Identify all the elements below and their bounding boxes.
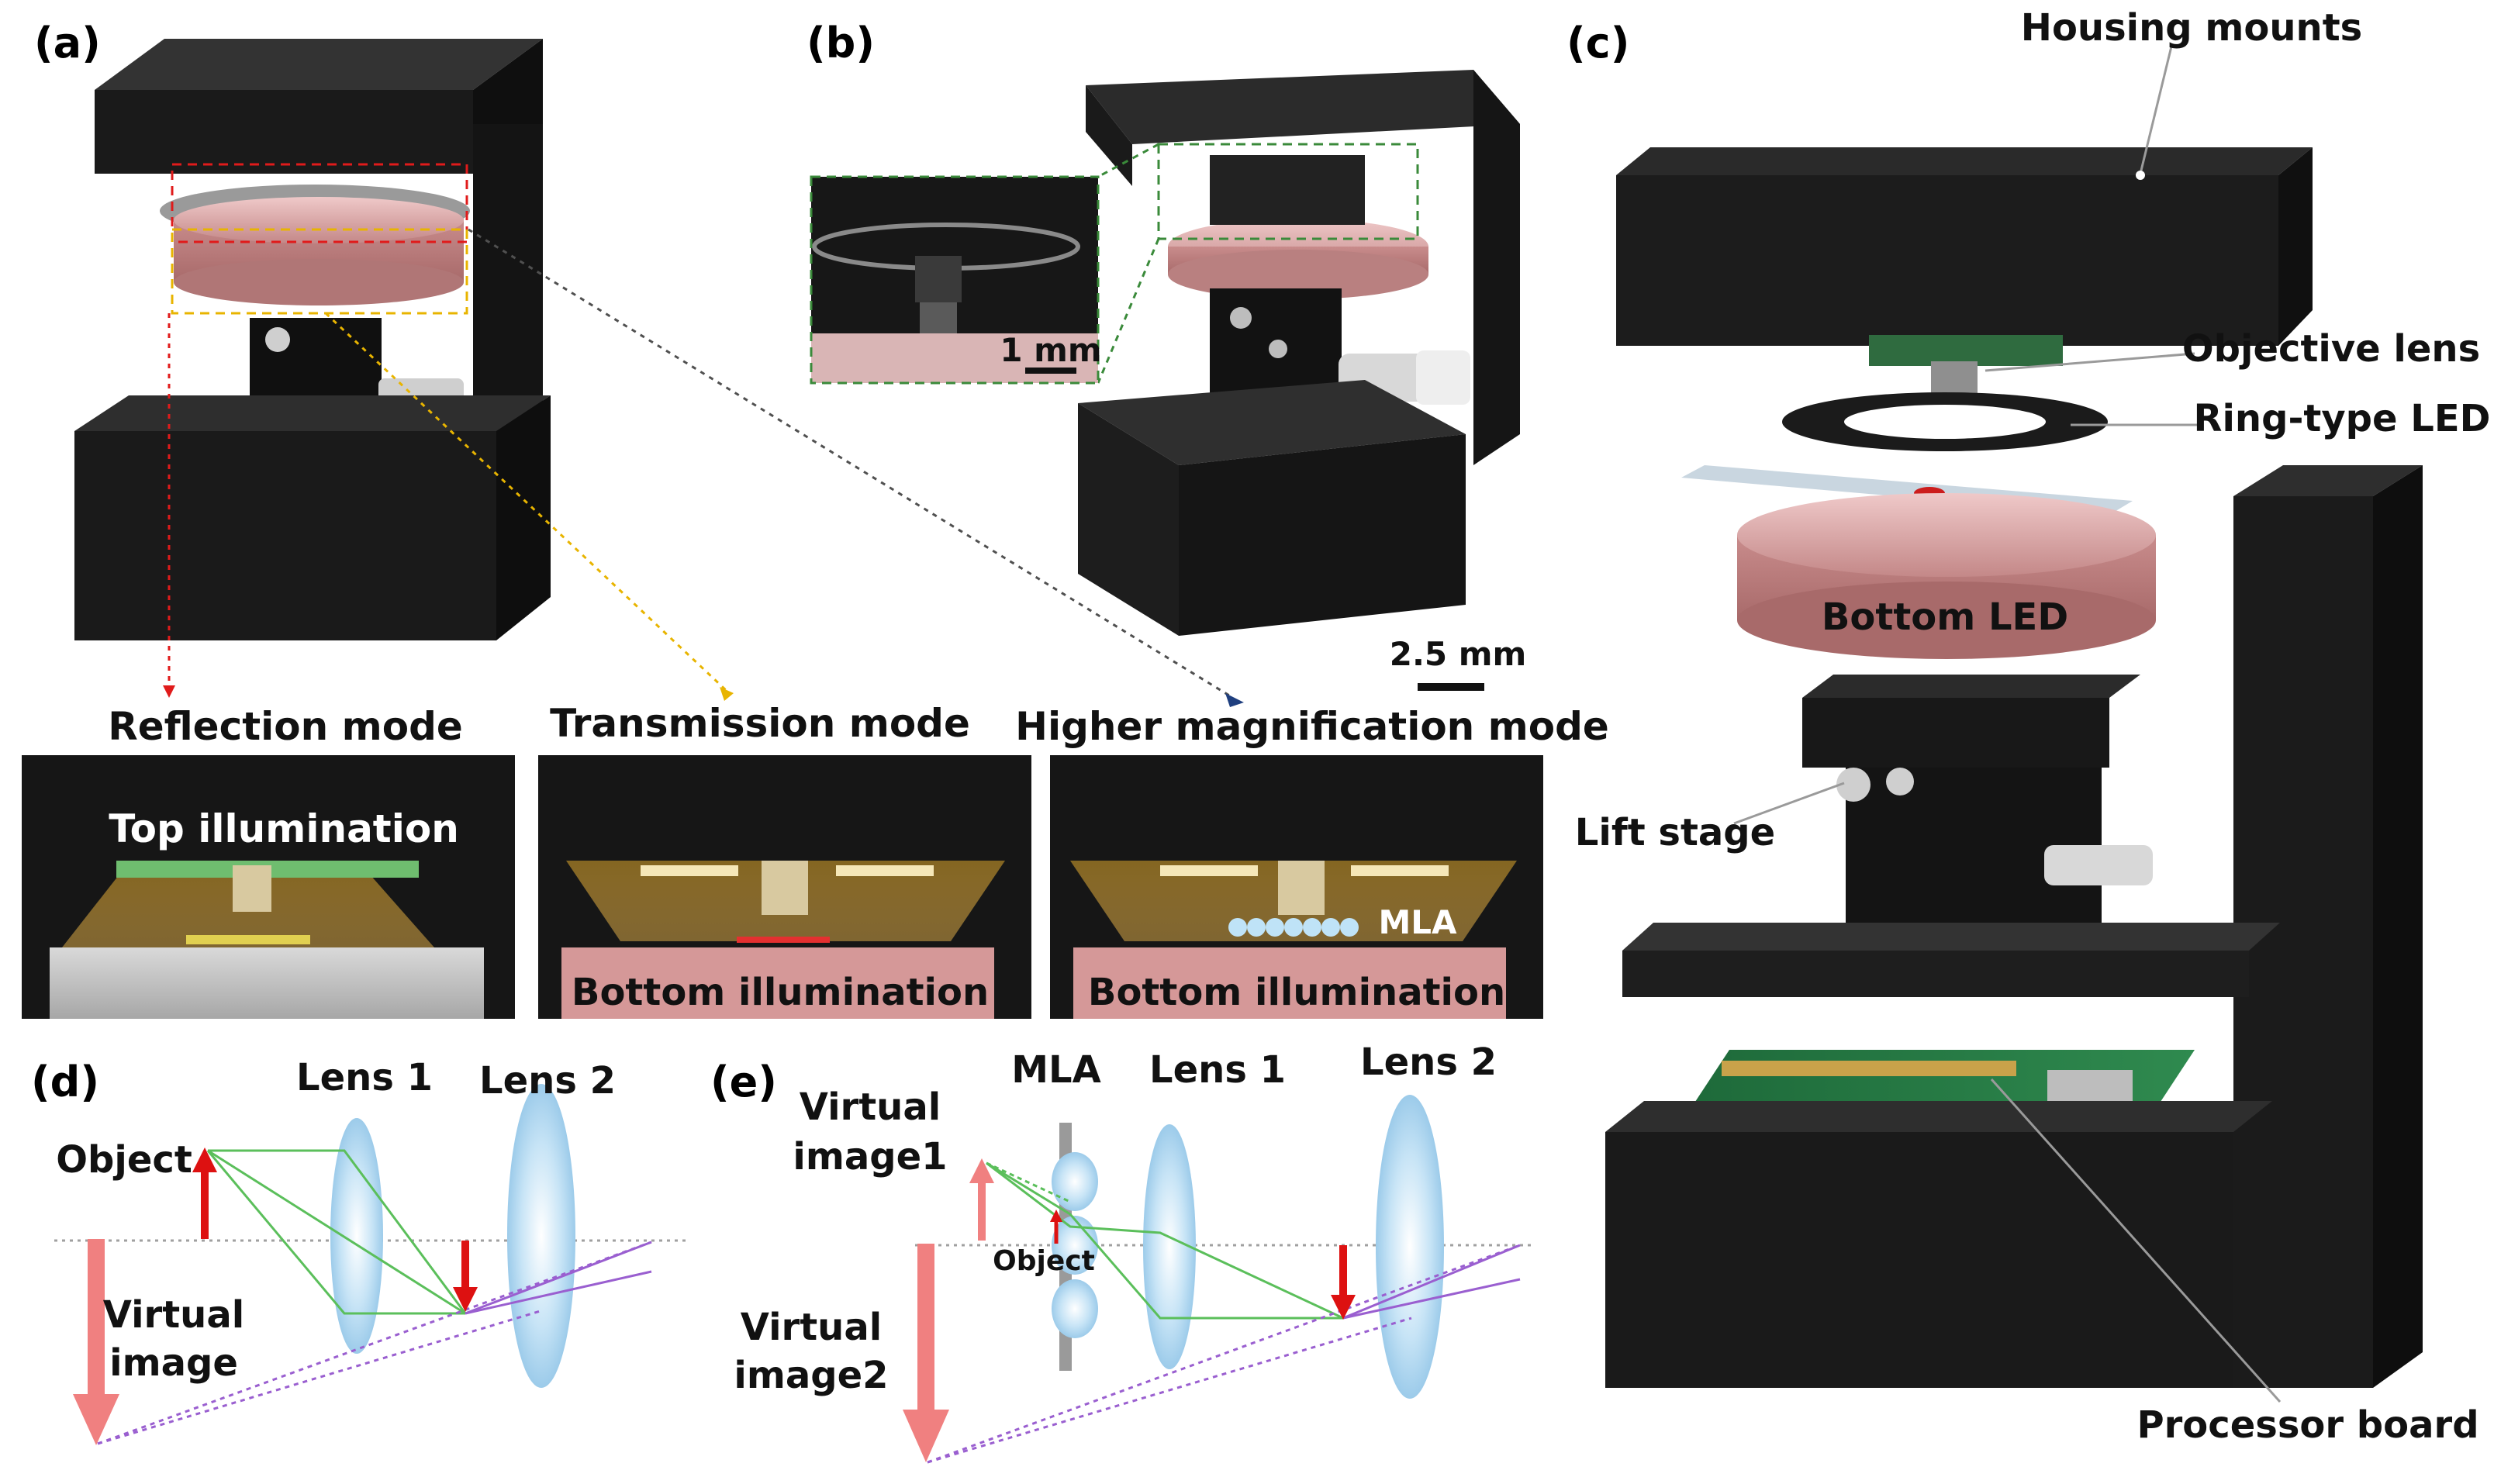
housing-mount-lid: [1616, 175, 2278, 346]
top-illumination-label: Top illumination: [109, 806, 459, 851]
ray-d-1: [208, 1149, 467, 1314]
ray-d-2: [206, 1150, 465, 1315]
ray-e-1: [986, 1161, 1343, 1320]
label-d-object: Object: [56, 1138, 192, 1182]
label-objective-lens: Objective lens: [2182, 327, 2480, 371]
label-d-lens2: Lens 2: [479, 1059, 616, 1103]
housing-top-front: [95, 90, 473, 174]
lens2-e: [1376, 1095, 1444, 1399]
mode-transmission: [538, 755, 1031, 1019]
b-column: [1473, 70, 1520, 465]
housing-base-side: [496, 395, 551, 640]
bottom-illumination-label-1: Bottom illumination: [572, 971, 989, 1014]
reflection-box: [171, 163, 468, 243]
mla-lenslets: [1228, 918, 1359, 937]
label-e-mla: MLA: [1011, 1048, 1101, 1092]
pointer-transmission: [324, 312, 727, 692]
label-lift-stage: Lift stage: [1575, 811, 1775, 854]
ray-d-purple-2: [97, 1309, 544, 1445]
panel-label-e: (e): [710, 1058, 777, 1106]
lift-stage: [1802, 698, 2109, 768]
label-ring-led: Ring-type LED: [2194, 397, 2491, 440]
leader-processor: [1990, 1078, 2282, 1403]
mla-label-mode: MLA: [1378, 903, 1457, 941]
panel-a: [74, 39, 1244, 707]
housing-base-front: [74, 431, 496, 640]
mode-higher: [1050, 755, 1543, 1019]
label-d-virtual-1: Virtual: [103, 1293, 244, 1337]
base-box: [1605, 1132, 2233, 1388]
label-housing-mounts: Housing mounts: [2021, 6, 2362, 50]
panel-b: 1 mm 2.5 mm: [810, 70, 1527, 691]
mode-reflection-title: Reflection mode: [108, 704, 463, 749]
middle-plate: [1622, 951, 2249, 997]
label-d-virtual-2: image: [109, 1341, 238, 1385]
label-bottom-led: Bottom LED: [1822, 595, 2068, 639]
mode-higher-title: Higher magnification mode: [1015, 704, 1609, 749]
inset-scale-label: 1 mm: [1000, 331, 1101, 369]
label-d-lens1: Lens 1: [296, 1056, 433, 1099]
bottom-illumination-label-2: Bottom illumination: [1088, 971, 1505, 1014]
label-e-lens1: Lens 1: [1149, 1048, 1286, 1092]
label-e-virtual2-1: Virtual: [741, 1306, 882, 1349]
mode-transmission-title: Transmission mode: [550, 701, 970, 746]
label-e-lens2: Lens 2: [1360, 1041, 1497, 1084]
label-e-virtual1-2: image1: [793, 1135, 947, 1179]
ray-d-3: [207, 1149, 466, 1315]
leader-objective: [1984, 352, 2195, 372]
label-e-virtual1-1: Virtual: [800, 1085, 941, 1129]
labels: (a) (b) (c) (d) (e) Reflection mode Tran…: [31, 6, 2490, 1447]
bottom-led-a-bottom: [174, 259, 464, 305]
panel-d: [54, 1084, 690, 1445]
panel-label-b: (b): [807, 19, 875, 67]
ray-e-2: [986, 1161, 1344, 1320]
label-e-object: Object: [993, 1245, 1095, 1277]
ray-e-purple-2: [927, 1317, 1412, 1464]
panel-e: [903, 1095, 1535, 1464]
panel-c: [1605, 46, 2423, 1403]
mla-lenslet-3: [1052, 1279, 1098, 1338]
panel-label-d: (d): [31, 1058, 99, 1106]
panel-label-a: (a): [34, 19, 101, 67]
objective-lens-board: [1869, 335, 2063, 366]
panel-label-c: (c): [1567, 19, 1629, 67]
b-top-face: [1086, 70, 1520, 144]
transmission-box: [171, 228, 468, 315]
ray-e-purple-1: [927, 1244, 1521, 1464]
b-zoom-box: [1157, 143, 1419, 240]
objective-lens: [1931, 361, 1978, 397]
mla-lenslet-2: [1052, 1216, 1098, 1275]
lens1-e: [1143, 1124, 1196, 1369]
b-optics: [1210, 155, 1365, 225]
b-base-side: [1179, 434, 1466, 636]
leader-lift-stage: [1733, 782, 1845, 825]
b-base-front: [1078, 403, 1179, 636]
lens2-d: [507, 1084, 575, 1388]
pointer-higher: [468, 228, 1234, 699]
label-e-virtual2-2: image2: [734, 1354, 888, 1397]
housing-top-face: [95, 39, 543, 90]
stage-screw-a: [265, 327, 290, 352]
b-base-top: [1078, 380, 1466, 465]
mode-reflection: [22, 755, 515, 1019]
mla-lenslet-1: [1052, 1152, 1098, 1211]
label-processor-board: Processor board: [2136, 1403, 2478, 1447]
lens1-d: [330, 1118, 383, 1354]
leader-housing: [2139, 46, 2173, 174]
device-scale-label: 2.5 mm: [1390, 635, 1527, 673]
housing-base-top: [74, 395, 551, 431]
bottom-led-a-top: [174, 197, 464, 243]
